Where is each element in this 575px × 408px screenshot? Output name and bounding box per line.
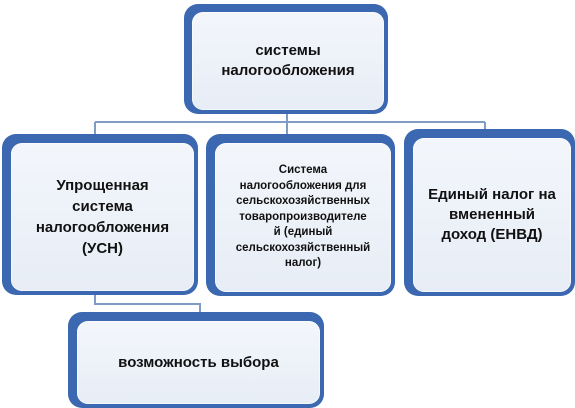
esn-node-label: Система налогообложения для сельскохозяй… [235,164,371,270]
root-node: системы налогообложения [184,4,388,114]
choice-node: возможность выбора [68,312,324,408]
choice-node-label: возможность выбора [118,353,279,371]
usn-node-label: Упрощенная система налогообложения (УСН) [35,177,170,257]
root-node-label: системы налогообложения [221,42,355,79]
esn-node: Система налогообложения для сельскохозяй… [206,134,395,296]
usn-node: Упрощенная система налогообложения (УСН) [2,134,198,295]
envd-node-label: Единый налог на вмененный доход (ЕНВД) [428,186,556,243]
root-to-children-connector [94,112,486,134]
envd-node: Единый налог на вмененный доход (ЕНВД) [404,129,575,296]
usn-to-choice-connector [94,293,201,312]
